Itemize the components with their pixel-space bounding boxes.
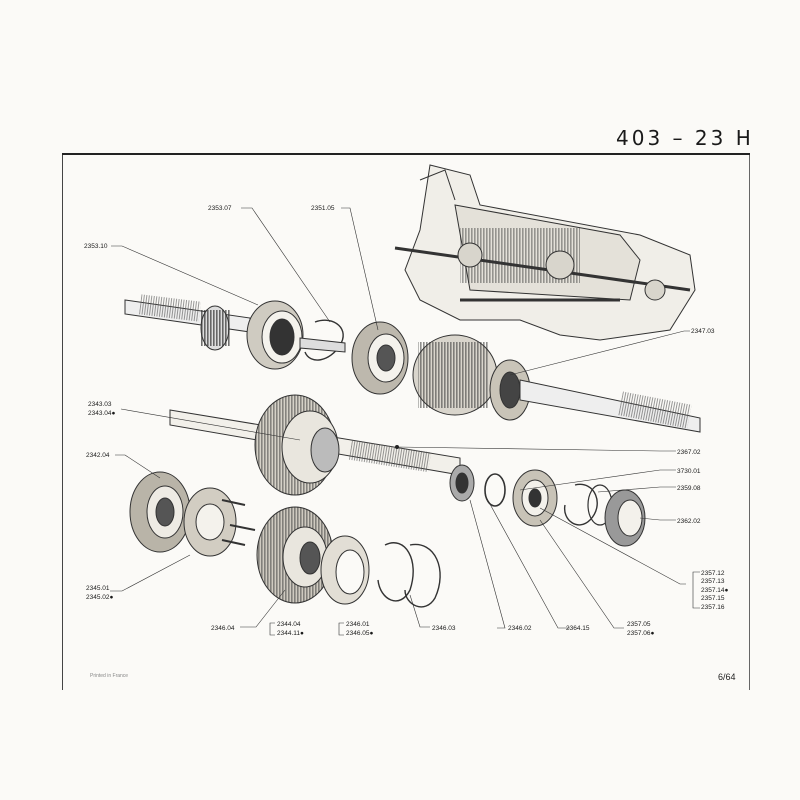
callout-2357-05: 2357.05: [627, 621, 651, 628]
right-border: [749, 155, 750, 690]
gearbox-housing-drawing: [394, 164, 696, 341]
callout-2345-02: 2345.02●: [86, 594, 113, 601]
callout-2342-04: 2342.04: [86, 452, 110, 459]
callout-2353-10: 2353.10: [84, 243, 108, 250]
callout-2346-05: 2346.05●: [346, 630, 373, 637]
secondary-shaft-drawing: [169, 394, 646, 547]
callout-2346-01: 2346.01: [346, 621, 370, 628]
primary-shaft-drawing: [124, 294, 701, 433]
printed-in-note: Printed in France: [90, 673, 129, 679]
callout-2364-15: 2364.15: [566, 625, 590, 632]
callout-2346-04: 2346.04: [211, 625, 235, 632]
callout-2357-15: 2357.15: [701, 595, 725, 602]
callout-2344-11: 2344.11●: [277, 630, 304, 637]
callout-2353-07: 2353.07: [208, 205, 232, 212]
callout-2362-02: 2362.02: [677, 518, 701, 525]
leader-lines: [110, 207, 700, 636]
left-border: [62, 155, 63, 690]
page-title: 403 – 23 H: [616, 126, 754, 150]
callout-2357-13: 2357.13: [701, 578, 725, 585]
callout-2346-03: 2346.03: [432, 625, 456, 632]
differential-drawing: [129, 471, 441, 608]
callout-2346-02: 2346.02: [508, 625, 532, 632]
callout-2357-14: 2357.14●: [701, 587, 728, 594]
callout-2367-02: 2367.02: [677, 449, 701, 456]
callout-labels: 2353.07 2351.05 2353.10 2347.03 2343.03 …: [84, 205, 728, 637]
callout-2351-05: 2351.05: [311, 205, 335, 212]
callout-2343-03: 2343.03: [88, 401, 112, 408]
callout-2357-16: 2357.16: [701, 604, 725, 611]
callout-2343-04: 2343.04●: [88, 410, 115, 417]
callout-3730-01: 3730.01: [677, 468, 701, 475]
callout-2345-01: 2345.01: [86, 585, 110, 592]
callout-2359-08: 2359.08: [677, 485, 701, 492]
page-number: 6/64: [718, 672, 736, 682]
callout-2347-03: 2347.03: [691, 328, 715, 335]
callout-2357-06: 2357.06●: [627, 630, 654, 637]
header-rule: [62, 153, 750, 155]
callout-2357-12: 2357.12: [701, 570, 725, 577]
callout-2344-04: 2344.04: [277, 621, 301, 628]
